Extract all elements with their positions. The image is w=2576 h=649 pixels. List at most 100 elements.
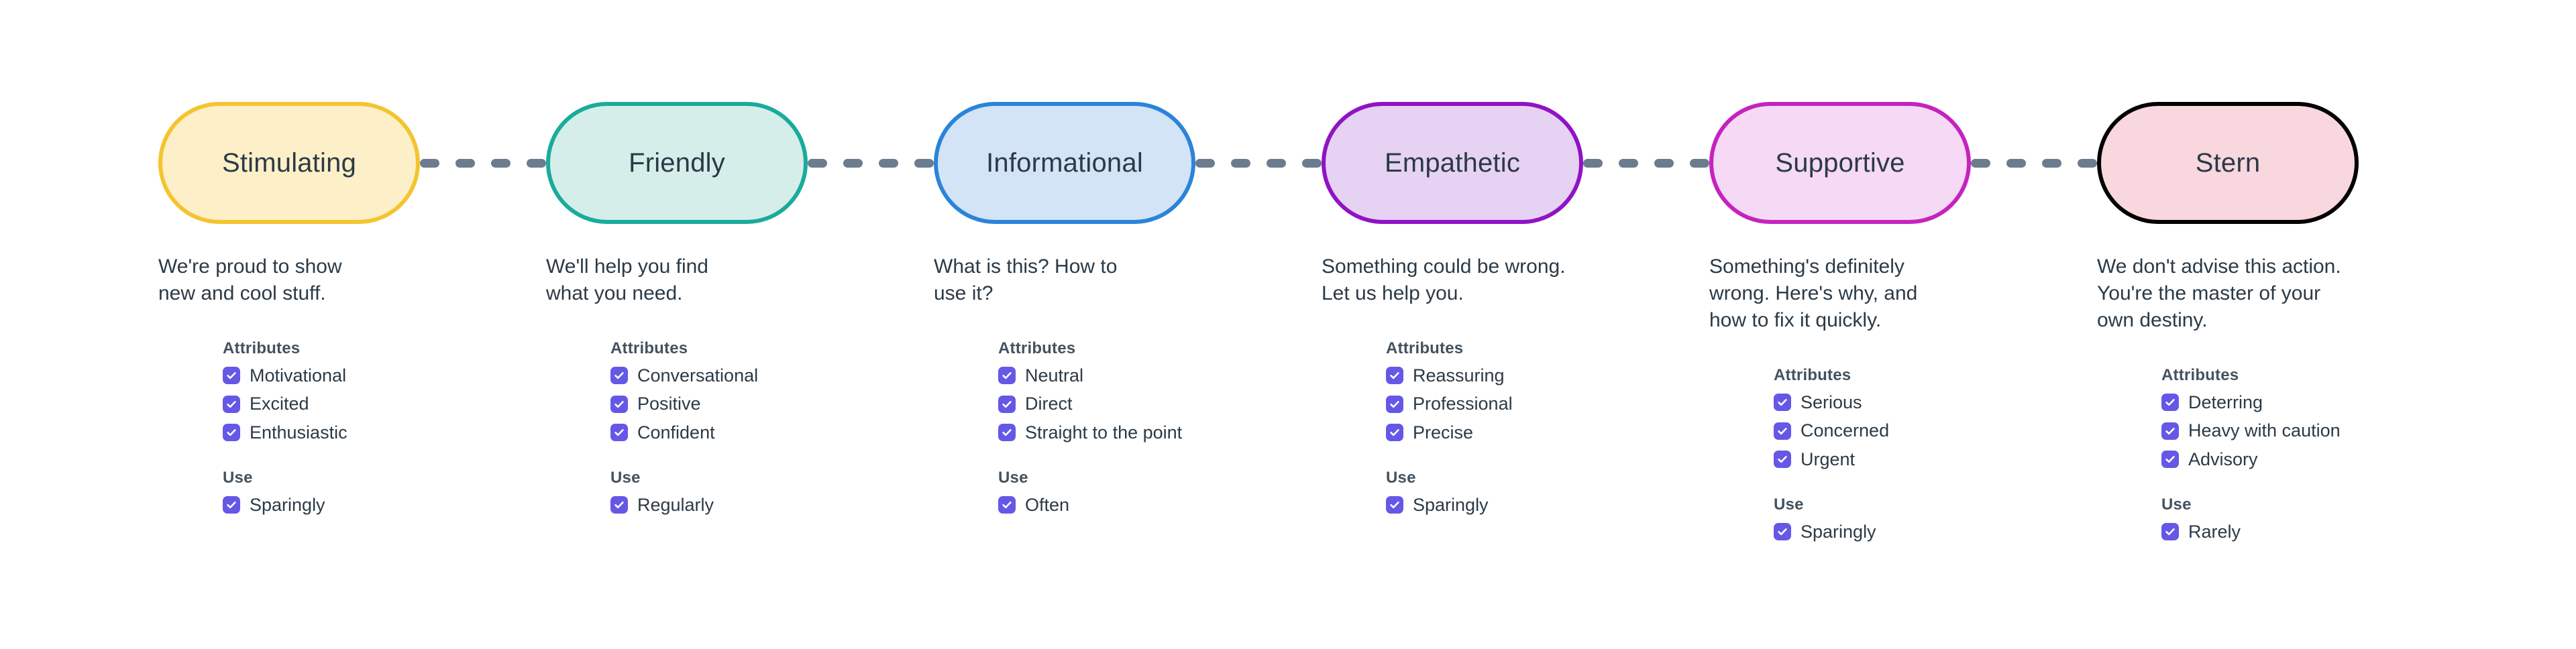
attribute-label: Direct: [1025, 394, 1073, 414]
tone-detail-stern: We don't advise this action. You're the …: [2097, 253, 2485, 550]
checkmark-icon[interactable]: [998, 496, 1016, 514]
attribute-checkbox-row[interactable]: Advisory: [2161, 449, 2385, 470]
checkmark-icon[interactable]: [998, 423, 1016, 441]
tone-pill-wrap-empathetic: Empathetic: [1322, 102, 1583, 224]
use-checkbox-row[interactable]: Sparingly: [1386, 494, 1610, 516]
checkmark-icon[interactable]: [2161, 422, 2179, 440]
tone-pill-wrap-stern: Stern: [2097, 102, 2359, 224]
use-group-title: Use: [1774, 495, 1804, 514]
attribute-label: Urgent: [1801, 449, 1856, 469]
attribute-checkbox-row[interactable]: Urgent: [1774, 449, 1998, 470]
use-checkbox-row[interactable]: Often: [998, 494, 1222, 516]
use-checkbox-row[interactable]: Sparingly: [1774, 521, 1998, 542]
attribute-checkbox-row[interactable]: Concerned: [1774, 420, 1998, 441]
tone-pill-informational[interactable]: Informational: [934, 102, 1195, 224]
dashed-line-icon: [1195, 102, 1322, 224]
attribute-checkbox-row[interactable]: Precise: [1386, 422, 1610, 443]
tone-detail-inner: Something could be wrong. Let us help yo…: [1322, 253, 1610, 516]
use-checkbox-row[interactable]: Sparingly: [223, 494, 447, 516]
checkmark-icon[interactable]: [1386, 395, 1403, 413]
dash-segment: [843, 158, 863, 168]
checkmark-icon[interactable]: [2161, 523, 2179, 541]
attributes-group-title: Attributes: [610, 339, 688, 357]
attribute-checkbox-row[interactable]: Reassuring: [1386, 365, 1610, 386]
use-checkbox-row[interactable]: Regularly: [610, 494, 835, 516]
tone-description: Something's definitely wrong. Here's why…: [1709, 255, 1918, 331]
dash-segment: [2042, 158, 2061, 168]
checkmark-icon[interactable]: [1774, 450, 1791, 468]
attribute-checkbox-row[interactable]: Enthusiastic: [223, 422, 447, 443]
attribute-checkbox-row[interactable]: Serious: [1774, 392, 1998, 413]
tone-pill-label: Stimulating: [221, 148, 357, 178]
attribute-checkbox-row[interactable]: Conversational: [610, 365, 835, 386]
attributes-group-title: Attributes: [1386, 339, 1464, 357]
checkmark-icon[interactable]: [610, 496, 628, 514]
attribute-checkbox-row[interactable]: Heavy with caution: [2161, 420, 2385, 441]
checkmark-icon[interactable]: [610, 423, 628, 441]
tone-pill-wrap-supportive: Supportive: [1709, 102, 1971, 224]
tone-pill-stern[interactable]: Stern: [2097, 102, 2359, 224]
attribute-checkbox-row[interactable]: Excited: [223, 393, 447, 414]
attribute-label: Reassuring: [1413, 365, 1505, 386]
checkmark-icon[interactable]: [1774, 422, 1791, 440]
dash-segment: [879, 158, 898, 168]
tone-pill-empathetic[interactable]: Empathetic: [1322, 102, 1583, 224]
attribute-label: Positive: [637, 394, 701, 414]
attribute-checkbox-row[interactable]: Motivational: [223, 365, 447, 386]
tone-detail-empathetic: Something could be wrong. Let us help yo…: [1322, 253, 1709, 550]
checkmark-icon[interactable]: [610, 367, 628, 385]
checkmark-icon[interactable]: [1386, 423, 1403, 441]
checkmark-icon[interactable]: [1774, 394, 1791, 412]
tone-detail-friendly: We'll help you find what you need.Attrib…: [546, 253, 934, 550]
attribute-checkbox-row[interactable]: Confident: [610, 422, 835, 443]
checkmark-icon[interactable]: [610, 395, 628, 413]
checkmark-icon[interactable]: [223, 395, 240, 413]
checkmark-icon[interactable]: [1386, 367, 1403, 385]
dash-segment: [2006, 158, 2026, 168]
use-label: Sparingly: [1413, 495, 1489, 516]
tone-pill-wrap-friendly: Friendly: [546, 102, 808, 224]
dash-segment: [1690, 158, 1709, 168]
attribute-checkbox-row[interactable]: Professional: [1386, 393, 1610, 414]
checkmark-icon[interactable]: [1774, 523, 1791, 541]
attribute-checkbox-row[interactable]: Direct: [998, 393, 1222, 414]
tone-pill-label: Stern: [2195, 148, 2261, 178]
attribute-checkbox-row[interactable]: Straight to the point: [998, 422, 1222, 443]
checkmark-icon[interactable]: [2161, 394, 2179, 412]
checkmark-icon[interactable]: [998, 395, 1016, 413]
tone-detail-inner: We don't advise this action. You're the …: [2097, 253, 2385, 543]
checkmark-icon[interactable]: [1386, 496, 1403, 514]
checkmark-icon[interactable]: [223, 496, 240, 514]
dash-segment: [527, 158, 546, 168]
attribute-checkbox-row[interactable]: Positive: [610, 393, 835, 414]
tone-pill-supportive[interactable]: Supportive: [1709, 102, 1971, 224]
attribute-checkbox-row[interactable]: Deterring: [2161, 392, 2385, 413]
checkmark-icon[interactable]: [223, 423, 240, 441]
checkmark-icon[interactable]: [223, 367, 240, 385]
tone-pill-stimulating[interactable]: Stimulating: [158, 102, 420, 224]
attributes-group-title: Attributes: [223, 339, 301, 357]
attributes-group-title: Attributes: [2161, 366, 2239, 384]
dash-segment: [1971, 158, 1990, 168]
checkmark-icon[interactable]: [998, 367, 1016, 385]
attribute-label: Concerned: [1801, 420, 1890, 441]
use-label: Regularly: [637, 495, 714, 516]
attribute-label: Precise: [1413, 422, 1474, 442]
use-checkbox-row[interactable]: Rarely: [2161, 521, 2385, 542]
dash-segment: [1654, 158, 1674, 168]
tone-pill-friendly[interactable]: Friendly: [546, 102, 808, 224]
checkmark-icon[interactable]: [2161, 450, 2179, 468]
attribute-label: Enthusiastic: [250, 422, 347, 442]
attribute-checkbox-row[interactable]: Neutral: [998, 365, 1222, 386]
tone-description: We're proud to show new and cool stuff.: [158, 255, 342, 304]
attribute-label: Professional: [1413, 394, 1513, 414]
attribute-label: Confident: [637, 422, 715, 442]
dashed-line-icon: [1971, 102, 2097, 224]
use-group-title: Use: [610, 469, 641, 487]
